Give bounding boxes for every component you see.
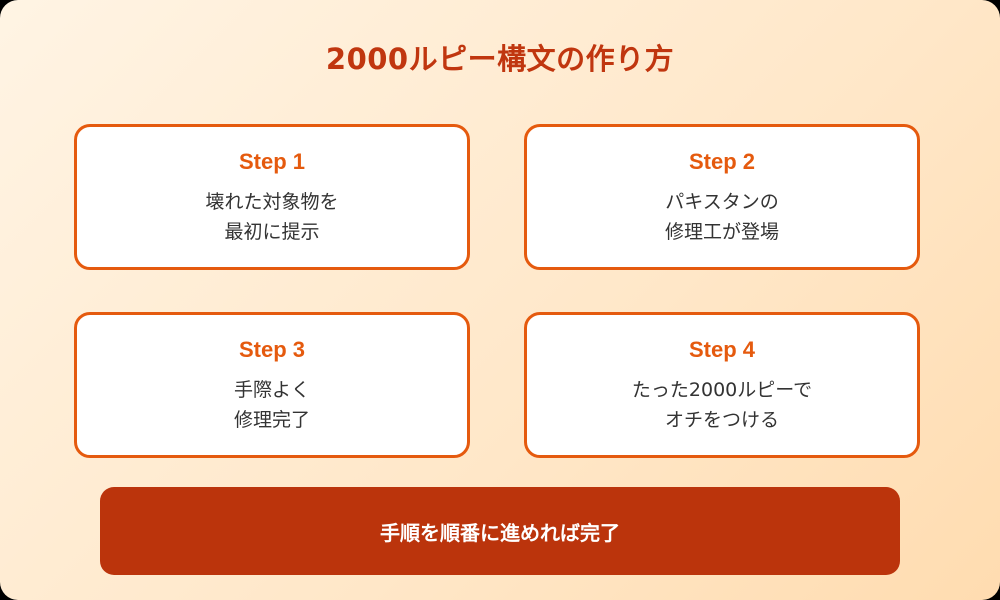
step-description-line: 修理工が登場 [664,221,779,243]
step-description: 壊れた対象物を 最初に提示 [77,187,467,247]
step-label: Step 4 [688,337,756,362]
diagram-title: 2000ルピー構文の作り方 [325,42,675,76]
step-card-2: Step 2 パキスタンの 修理工が登場 [524,124,920,270]
step-description: パキスタンの 修理工が登場 [527,187,917,247]
step-label: Step 3 [238,337,306,362]
step-card-1: Step 1 壊れた対象物を 最初に提示 [74,124,470,270]
step-description-line: 壊れた対象物を [205,191,339,213]
step-description-line: 手際よく [233,379,310,401]
step-label: Step 1 [238,149,306,174]
step-card-4: Step 4 たった2000ルピーで オチをつける [524,312,920,458]
step-description: 手際よく 修理完了 [77,375,467,435]
step-card-3: Step 3 手際よく 修理完了 [74,312,470,458]
step-label: Step 2 [688,149,756,174]
summary-banner: 手順を順番に進めれば完了 [100,487,900,575]
summary-banner-text: 手順を順番に進めれば完了 [380,520,620,545]
step-description-line: たった2000ルピーで [631,379,813,401]
step-description-line: オチをつける [664,409,779,431]
step-description-line: パキスタンの [665,191,779,213]
step-description-line: 最初に提示 [224,221,320,243]
step-description: たった2000ルピーで オチをつける [527,375,917,435]
step-description-line: 修理完了 [233,409,310,431]
